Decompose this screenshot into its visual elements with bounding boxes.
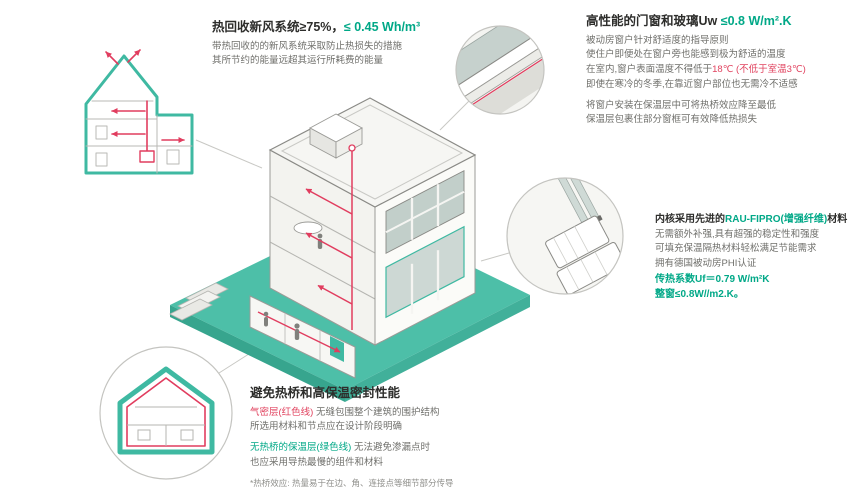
house-left-face-cutaway (269, 149, 376, 346)
windows-title: 高性能的门窗和玻璃Uw ≤0.8 W/m².K (586, 14, 862, 30)
air-tight-layer-red-line (126, 377, 206, 447)
body-line: 使住户即便处在窗户旁也能感到极为舒适的温度 (586, 49, 786, 61)
leader-lines (195, 100, 510, 374)
heat-recovery-title-text: 热回收新风系统≥75%， (212, 20, 344, 34)
glass-doors (385, 225, 465, 319)
temperature-note-red: 18℃ (不低于室温3℃) (712, 64, 806, 76)
insulation-layer-label: 无热桥的保温层(绿色线) (250, 442, 352, 454)
body-text: 无缝包围整个建筑的围护结构 (313, 406, 440, 418)
roof-penthouse (309, 113, 363, 159)
house-right-face (374, 154, 476, 346)
body-line: 也应采用导热最慢的组件和材料 (250, 456, 384, 468)
insulation-house-detail-circle (99, 346, 233, 480)
body-line: 即使在寒冷的冬季,在靠近窗户部位也无需冷不适感 (586, 78, 798, 90)
ventilation-ducts (305, 144, 356, 330)
basement-interior (249, 295, 356, 379)
body-line: 其所节约的能量远超其运行所耗费的能量 (212, 55, 384, 67)
body-line: 将窗户安装在保温层中可将热桥效应降至最低 (586, 99, 777, 111)
profile-title-suffix: 材料 (827, 214, 848, 225)
section-windows-glazing: 高性能的门窗和玻璃Uw ≤0.8 W/m².K 被动房窗户针对舒适度的指导原则 … (586, 14, 862, 128)
airtight-layer-label: 气密层(红色线) (250, 406, 314, 418)
body-text: 无法避免渗漏点时 (351, 442, 430, 454)
profile-title-brand: RAU-FIPRO(增强纤维) (725, 214, 828, 225)
thermal-title: 避免热桥和高保温密封性能 (250, 386, 401, 400)
body-line: 无热桥的保温层(绿色线) 无法避免渗漏点时 (250, 441, 550, 456)
person-figure (294, 323, 300, 340)
windows-title-value: ≤0.8 W/m².K (720, 14, 792, 28)
body-line: 可填充保温隔热材料轻松满足节能需求 (655, 243, 817, 255)
windows-title-text: 高性能的门窗和玻璃Uw (586, 14, 721, 28)
ventilation-house-diagram (84, 49, 194, 175)
sash-profile (545, 215, 610, 269)
profile-title-prefix: 内核采用先进的 (655, 214, 725, 225)
air-tight-layer-line (465, 51, 544, 110)
body-line: 拥有德国被动房PHI认证 (655, 257, 757, 269)
ventilation-airflow-arrows (105, 49, 185, 163)
section-profile-material: 内核采用先进的RAU-FIPRO(增强纤维)材料 无需额外补强,具有超强的稳定性… (655, 212, 861, 303)
body-line: 无需额外补强,具有超强的稳定性和强度 (655, 228, 820, 240)
heat-recovery-title-value: ≤ 0.45 Wh/m³ (343, 20, 421, 34)
body-line: 所选用材料和节点应在设计阶段明确 (250, 421, 403, 433)
body-line: 带热回收的的新风系统采取防止热损失的措施 (212, 40, 403, 52)
body-line: 在室内,窗户表面温度不得低于18℃ (不低于室温3℃) (586, 63, 862, 78)
window-corner-detail-circle (455, 25, 545, 115)
body-text: 在室内,窗户表面温度不得低于 (586, 64, 713, 76)
terrace-stairs (169, 282, 229, 321)
window-profile-detail-circle (506, 177, 624, 295)
section-thermal-bridge: 避免热桥和高保温密封性能 气密层(红色线) 无缝包围整个建筑的围护结构 所选用材… (250, 386, 550, 490)
body-line: 被动房窗户针对舒适度的指导原则 (586, 34, 729, 46)
uw-value-stat: 整窗≤0.8W//m2.K。 (655, 289, 744, 301)
footnote: *热桥效应: 热量易于在边、角、连接点等细节部分传导 (250, 477, 454, 488)
person-figure (263, 311, 269, 327)
section-heat-recovery-ventilation: 热回收新风系统≥75%，≤ 0.45 Wh/m³ 带热回收的的新风系统采取防止热… (212, 20, 502, 69)
profile-title: 内核采用先进的RAU-FIPRO(增强纤维)材料 (655, 212, 861, 228)
heat-recovery-title: 热回收新风系统≥75%，≤ 0.45 Wh/m³ (212, 20, 502, 36)
body-line: 保温层包裹住部分窗框可有效降低热损失 (586, 114, 758, 126)
uf-value-stat: 传热系数Uf＝0.79 W/m²K (655, 273, 770, 285)
bathtub (293, 221, 323, 235)
body-line: 气密层(红色线) 无缝包围整个建筑的围护结构 (250, 406, 550, 421)
isometric-house-illustration (169, 97, 530, 402)
